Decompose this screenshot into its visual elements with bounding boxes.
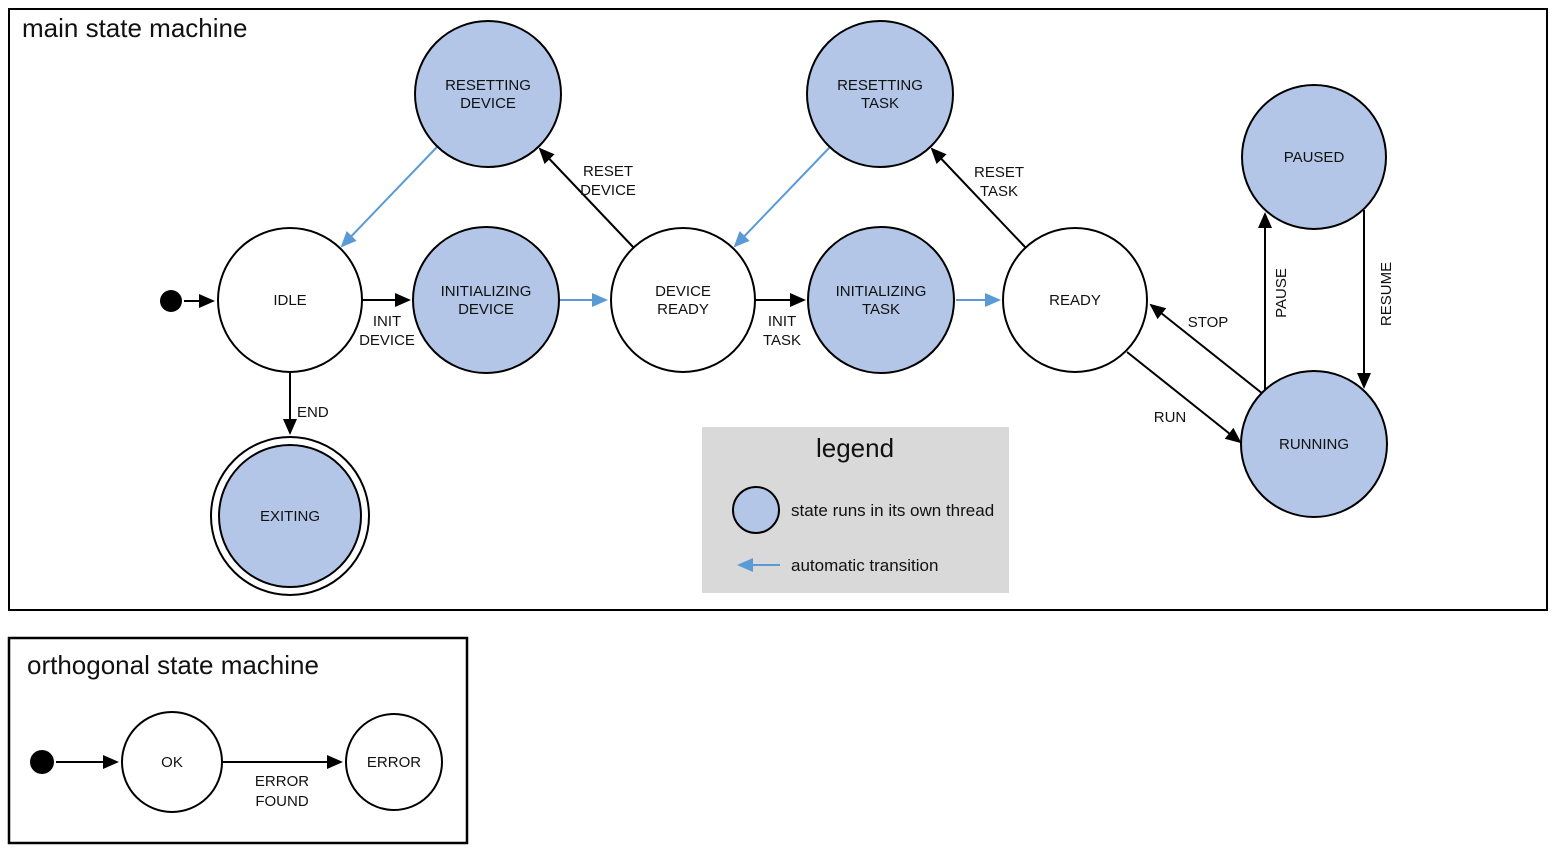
orthogonal-state-machine-panel [7,636,469,845]
state-circle-resetting-task [806,20,954,168]
state-label-running: RUNNING [1279,436,1349,453]
legend-title: legend [816,433,894,463]
transition-label-end: END [297,404,329,421]
state-circle-initializing-device [412,226,560,374]
state-paused: PAUSED [1241,84,1387,230]
transition-arrow-auto-resetdevice-idle [340,146,438,248]
state-label-device-ready-line1: DEVICE [655,283,711,300]
transition-arrow-reset-device [538,147,635,249]
state-label-initializing-task-line2: TASK [862,301,900,318]
state-circle-exiting-inner [218,444,362,588]
main-state-machine-panel [8,8,1548,611]
state-label-resetting-task-line1: RESETTING [837,77,923,94]
transition-label-init-task-line1: INIT [768,313,796,330]
legend-panel: legend state runs in its own thread auto… [702,427,1009,593]
state-label-initializing-task-line1: INITIALIZING [836,283,927,300]
state-circle-resetting-device [414,20,562,168]
state-running: RUNNING [1240,370,1388,518]
transition-label-reset-task-line1: RESET [974,164,1024,181]
transition-label-stop: STOP [1188,314,1229,331]
transition-arrow-auto-resettask-deviceready [733,146,831,248]
state-circle-error [345,713,443,811]
transition-label-init-device-line1: INIT [373,313,401,330]
state-label-idle: IDLE [273,292,306,309]
state-error: ERROR [345,713,443,811]
state-label-resetting-task-line2: TASK [861,95,899,112]
initial-state-dot [160,290,182,312]
transition-label-reset-device-line2: DEVICE [580,182,636,199]
state-label-paused: PAUSED [1284,149,1345,166]
state-label-device-ready-line2: READY [657,301,709,318]
state-label-resetting-device-line2: DEVICE [460,95,516,112]
transition-label-error-found-line2: FOUND [255,793,308,810]
state-circle-device-ready [610,227,756,373]
legend-item-threaded-label: state runs in its own thread [791,501,994,520]
transition-arrow-run [1126,351,1242,444]
state-circle-initializing-task [807,226,955,374]
state-circle-ready [1002,227,1148,373]
orthogonal-initial-state-dot [30,750,54,774]
state-label-error: ERROR [367,754,421,771]
state-resetting-device: RESETTING DEVICE [414,20,562,168]
main-state-machine-title: main state machine [22,13,247,43]
transition-label-run: RUN [1154,409,1187,426]
state-circle-ok [121,711,223,813]
transition-label-init-task-line2: TASK [763,332,801,349]
state-resetting-task: RESETTING TASK [806,20,954,168]
state-label-ok: OK [161,754,183,771]
transition-label-init-device-line2: DEVICE [359,332,415,349]
main-transitions: INIT DEVICE RESET DEVICE INIT TASK RESET… [283,146,1395,444]
state-device-ready: DEVICE READY [610,227,756,373]
legend-threaded-state-icon [732,486,780,534]
transition-arrow-stop [1149,303,1264,395]
state-label-initializing-device-line1: INITIALIZING [441,283,532,300]
state-exiting-final: EXITING [210,436,370,596]
state-initializing-task: INITIALIZING TASK [807,226,955,374]
state-circle-idle [217,227,363,373]
state-label-resetting-device-line1: RESETTING [445,77,531,94]
transition-arrow-reset-task [930,147,1027,249]
orthogonal-state-machine: orthogonal state machine ERROR FOUND OK … [7,636,469,845]
state-initializing-device: INITIALIZING DEVICE [412,226,560,374]
transition-label-reset-task-line2: TASK [980,183,1018,200]
transition-label-pause: PAUSE [1273,268,1290,318]
legend-item-automatic-label: automatic transition [791,556,938,575]
state-circle-paused [1241,84,1387,230]
state-label-ready: READY [1049,292,1101,309]
transition-label-resume: RESUME [1378,262,1395,326]
transition-label-reset-device-line1: RESET [583,163,633,180]
state-label-exiting: EXITING [260,508,320,525]
transition-label-error-found-line1: ERROR [255,773,309,790]
state-ready: READY [1002,227,1148,373]
orthogonal-state-machine-title: orthogonal state machine [27,650,319,680]
state-label-initializing-device-line2: DEVICE [458,301,514,318]
state-idle: IDLE [217,227,363,373]
state-ok: OK [121,711,223,813]
state-circle-running [1240,370,1388,518]
